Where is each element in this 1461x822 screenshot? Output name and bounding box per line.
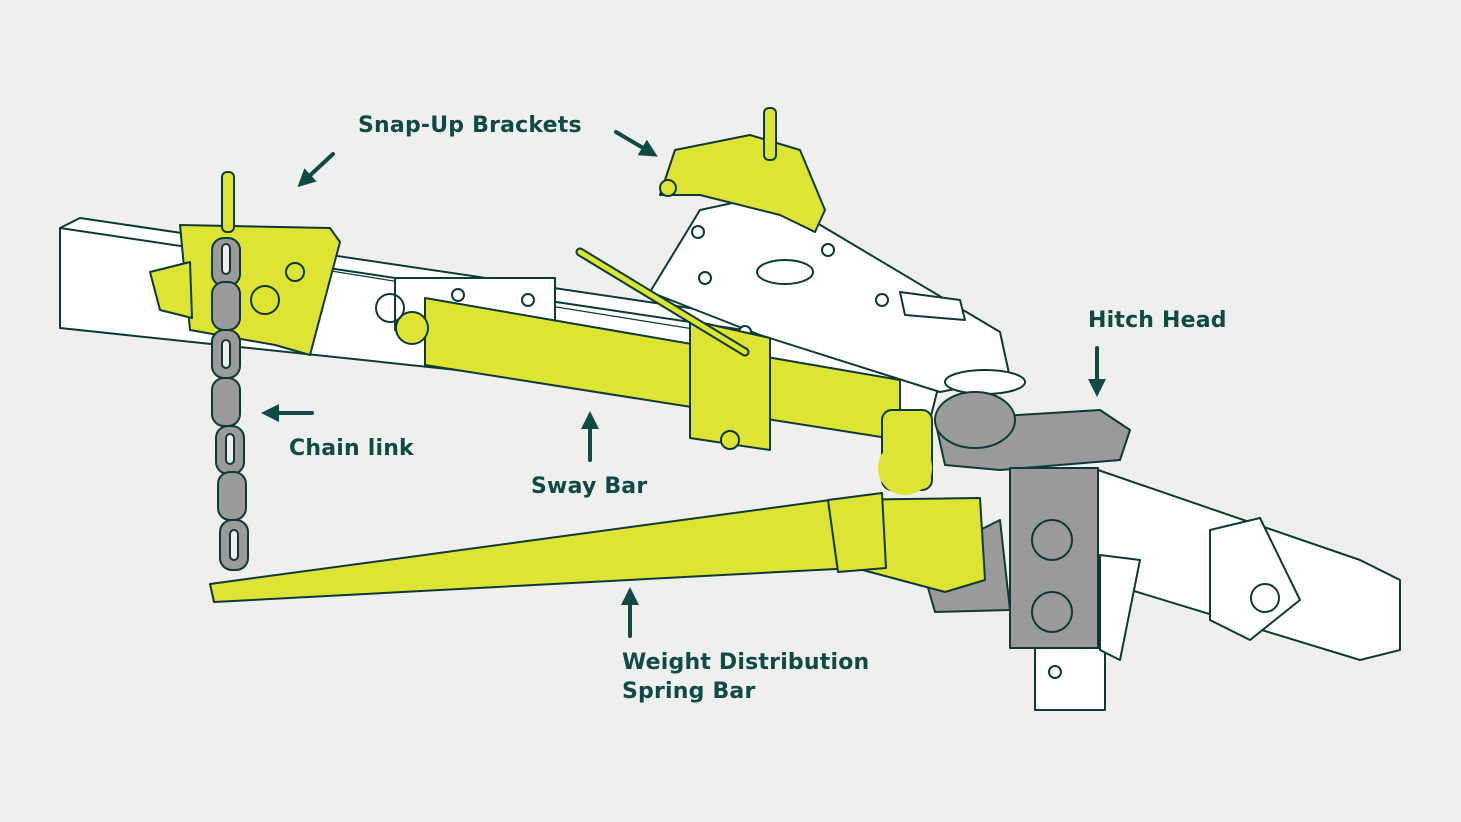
sway-bar xyxy=(375,247,933,495)
chain xyxy=(211,237,249,571)
arrow-snap-up-left xyxy=(297,152,335,188)
snap-up-bracket-right xyxy=(659,107,826,233)
weight-distribution-spring-bar xyxy=(209,492,986,603)
label-weight-distribution-spring-bar: Weight Distribution Spring Bar xyxy=(622,648,869,706)
label-sway-bar: Sway Bar xyxy=(531,474,648,499)
arrow-snap-up-right xyxy=(614,130,658,157)
label-spring-bar-line1: Weight Distribution xyxy=(622,650,870,675)
coupler xyxy=(649,194,1026,395)
label-snap-up-brackets: Snap-Up Brackets xyxy=(358,113,582,138)
label-spring-bar-line2: Spring Bar xyxy=(622,679,756,704)
label-hitch-head: Hitch Head xyxy=(1088,308,1227,333)
label-chain-link: Chain link xyxy=(289,436,414,461)
shank-and-receiver xyxy=(1034,469,1401,711)
